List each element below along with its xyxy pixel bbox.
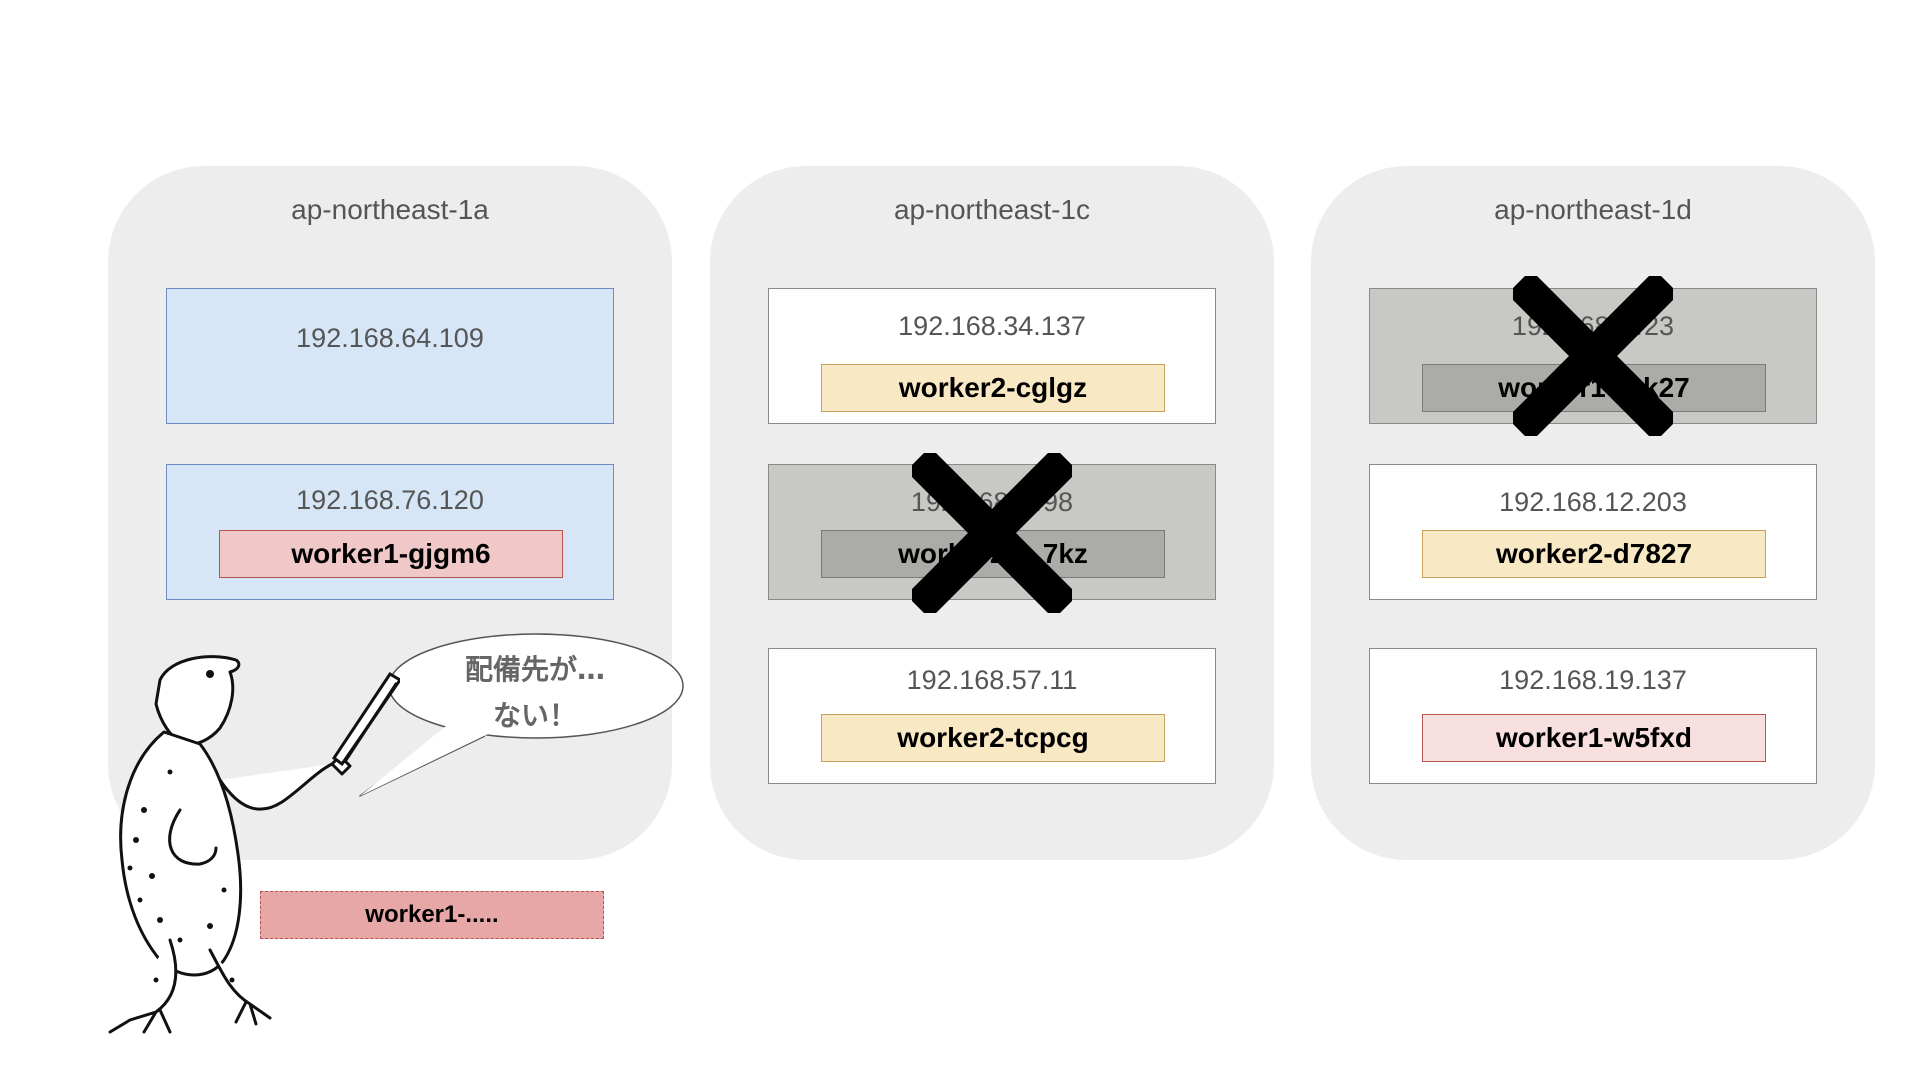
node-192-168-34-137: 192.168.34.137 worker2-cglgz: [768, 288, 1216, 424]
node-ip: 192.168.12.203: [1499, 487, 1687, 517]
node-ip: 192.168.76.120: [296, 485, 484, 515]
node-192-168-19-137: 192.168.19.137 worker1-w5fxd: [1369, 648, 1817, 784]
terminated-x-icon: [1513, 276, 1673, 436]
node-ip: 192.168.57.11: [906, 665, 1078, 695]
node-192-168-57-11: 192.168.57.11 worker2-tcpcg: [768, 648, 1216, 784]
availability-zone-1d: ap-northeast-1d 192.168.…23 worker1-…k27…: [1311, 166, 1875, 860]
zone-title: ap-northeast-1a: [291, 194, 489, 225]
pod-worker1: worker1-w5fxd: [1422, 714, 1766, 762]
frog-illustration: [108, 655, 400, 1034]
node-192-168-76-120: 192.168.76.120 worker1-gjgm6: [166, 464, 614, 600]
node-192-168-12-203: 192.168.12.203 worker2-d7827: [1369, 464, 1817, 600]
pod-worker2: worker2-d7827: [1422, 530, 1766, 578]
speech-line-2: ない！: [492, 699, 577, 732]
pending-pod-worker1: worker1-.....: [260, 891, 604, 939]
speech-line-1: 配備先が…: [464, 653, 605, 686]
node-ip: 192.168.19.137: [1499, 665, 1687, 695]
node-ip: 192.168.34.137: [898, 311, 1086, 341]
node-ip: 192.168.64.109: [296, 323, 484, 353]
pod-worker2: worker2-tcpcg: [821, 714, 1165, 762]
zone-title: ap-northeast-1d: [1494, 194, 1692, 225]
node-192-168-64-109: 192.168.64.109: [166, 288, 614, 424]
pod-worker2: worker2-cglgz: [821, 364, 1165, 412]
terminated-x-icon: [912, 453, 1072, 613]
pod-worker1: worker1-gjgm6: [219, 530, 563, 578]
zone-title: ap-northeast-1c: [893, 194, 1091, 225]
